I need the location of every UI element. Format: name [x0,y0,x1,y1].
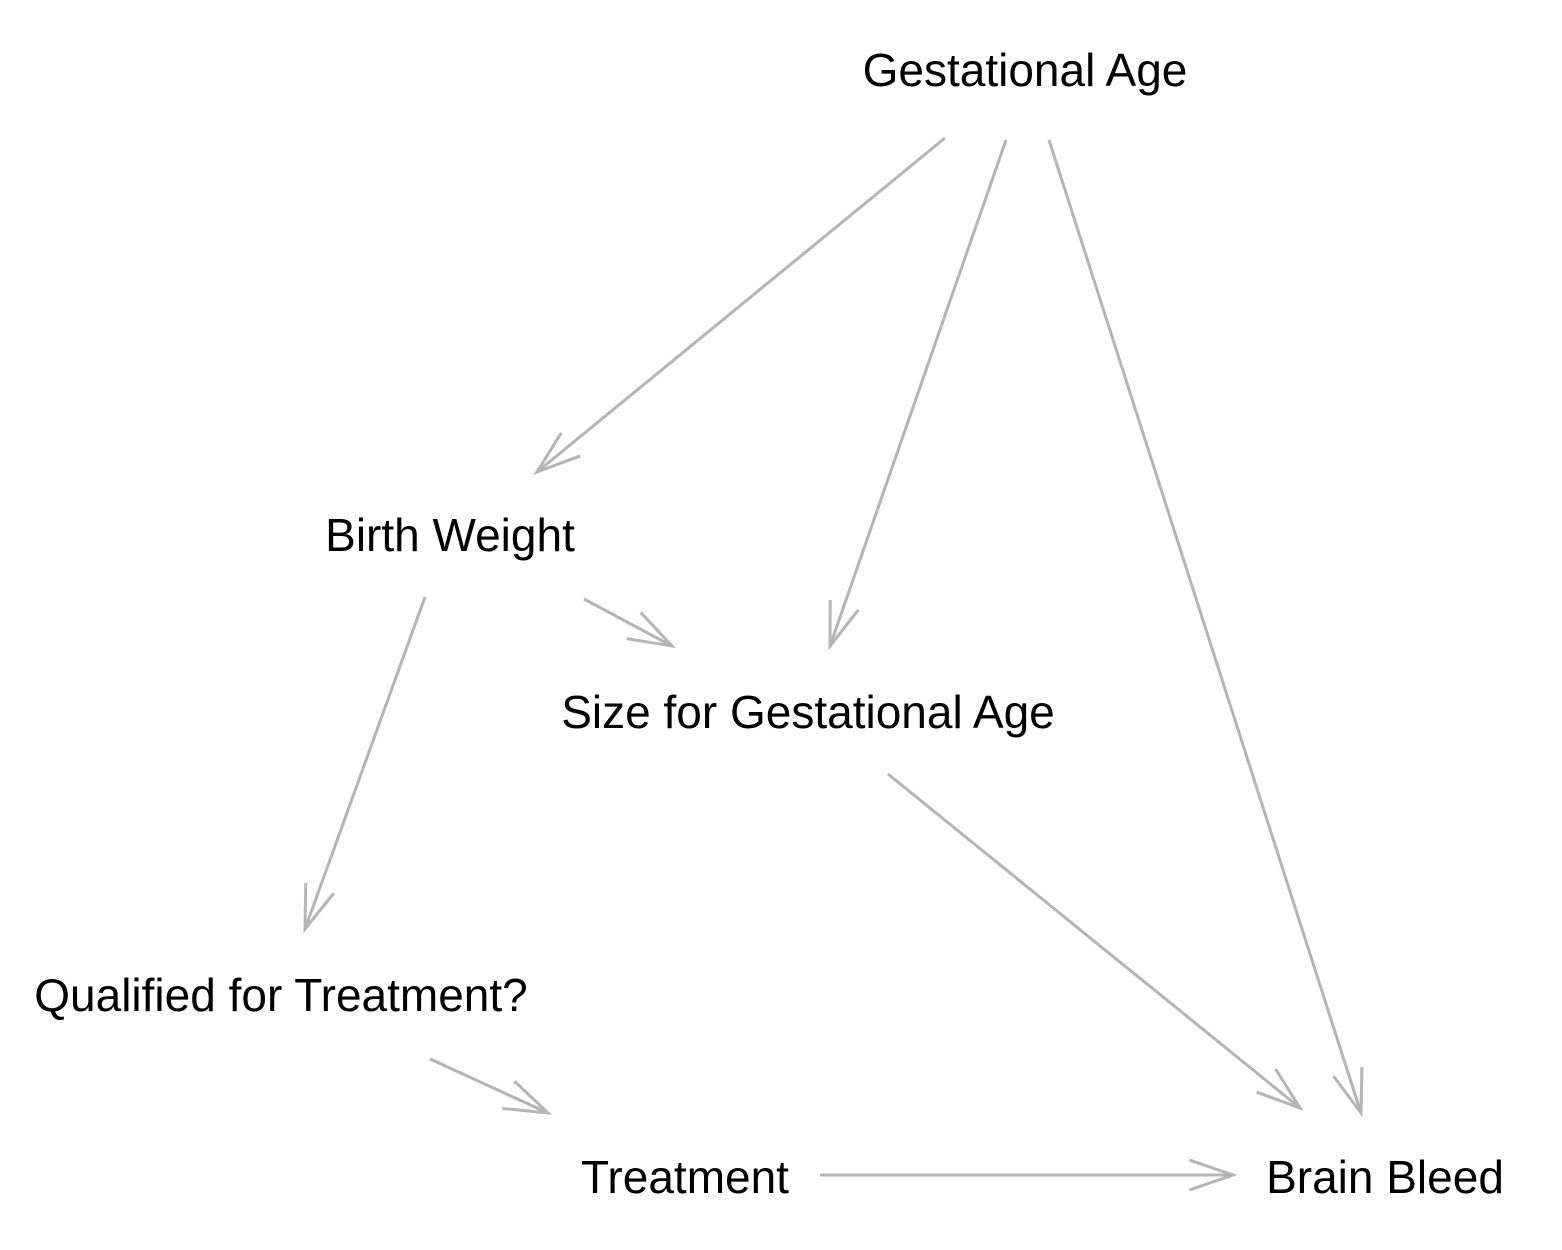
arrowhead-icon [1188,1158,1238,1192]
edge-shaft [429,1057,549,1115]
arrowhead-icon [626,611,677,649]
edge-gestational-age-to-birth-weight [533,136,946,475]
edge-shaft [303,596,427,930]
arrowhead-icon [502,1080,553,1115]
edge-shaft [887,772,1301,1110]
edge-shaft [536,136,946,474]
edge-shaft [583,597,673,648]
edge-treatment-to-brain-bleed [820,1158,1238,1192]
edge-birth-weight-to-size-for-gestational-age [583,597,677,649]
edge-shaft [1047,139,1363,1114]
node-qualified-for-treatment[interactable]: Qualified for Treatment? [34,969,528,1021]
arrowhead-icon [1256,1068,1304,1111]
arrowhead-icon [533,432,581,475]
node-birth-weight[interactable]: Birth Weight [325,509,575,561]
edge-birth-weight-to-qualified-for-treatment [303,596,427,934]
node-treatment[interactable]: Treatment [581,1151,789,1203]
arrowhead-icon [1332,1066,1364,1118]
arrowhead-icon [303,882,335,934]
edge-shaft [828,139,1008,647]
edge-gestational-age-to-brain-bleed [1047,139,1364,1118]
arrowhead-icon [828,599,860,651]
node-brain-bleed[interactable]: Brain Bleed [1266,1151,1504,1203]
edge-gestational-age-to-size-for-gestational-age [828,139,1008,651]
edge-size-for-gestational-age-to-brain-bleed [887,772,1304,1111]
node-gestational-age[interactable]: Gestational Age [862,44,1188,96]
node-size-for-gestational-age[interactable]: Size for Gestational Age [561,686,1055,738]
edge-qualified-for-treatment-to-treatment [429,1057,553,1115]
